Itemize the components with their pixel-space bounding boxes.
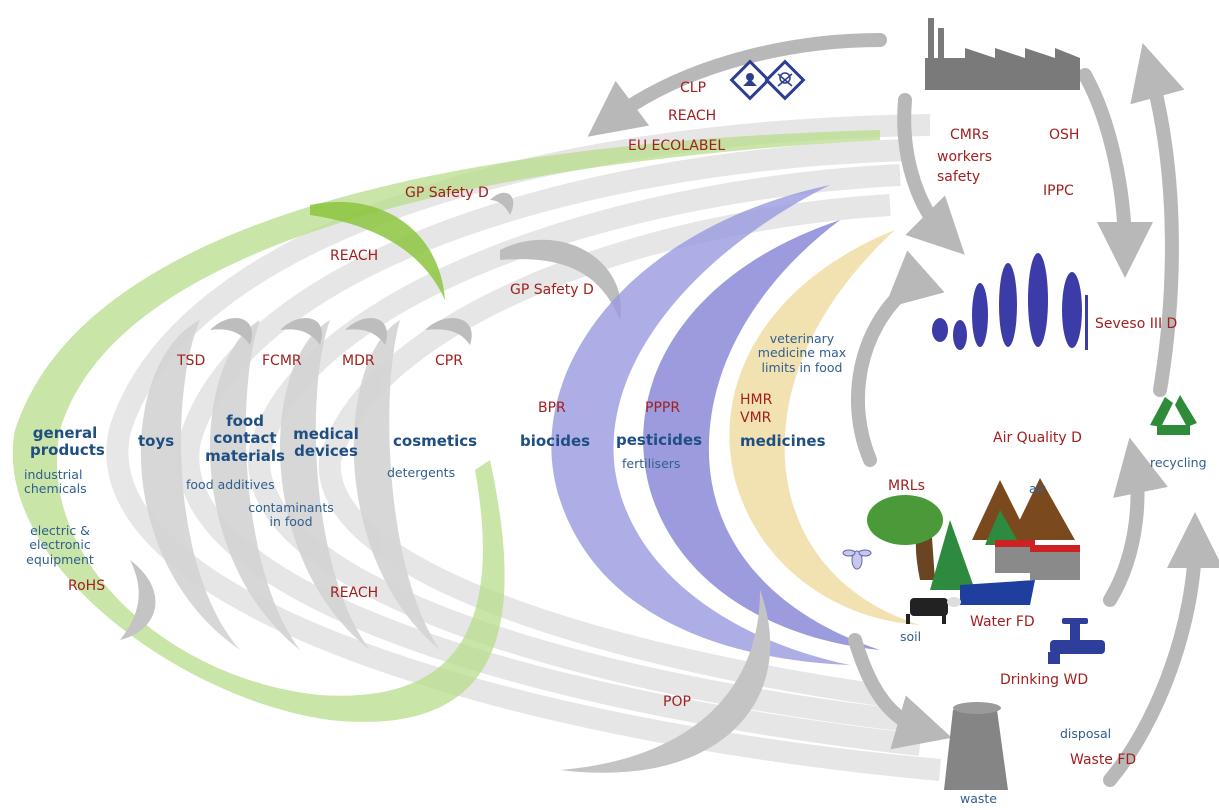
toys-label: toys <box>138 432 175 450</box>
pop-arc <box>560 590 771 773</box>
hazard-diamond-icon <box>729 59 771 101</box>
general-products-label: general products <box>30 424 105 460</box>
rohs-label: RoHS <box>68 578 106 594</box>
pop-label: POP <box>663 694 691 710</box>
building-icon <box>995 545 1035 573</box>
clp-label: CLP <box>680 80 707 96</box>
recycling-label: recycling <box>1150 455 1207 470</box>
lifecycle-arrows <box>587 33 1219 787</box>
ippc-label: IPPC <box>1043 183 1074 199</box>
air-quality-label: Air Quality D <box>993 430 1082 446</box>
waste-fd-label: Waste FD <box>1070 752 1137 768</box>
biocides-label: biocides <box>520 432 591 450</box>
water-fd-label: Water FD <box>970 614 1035 630</box>
safety-label: safety <box>937 169 981 185</box>
reach-top-label: REACH <box>668 108 717 124</box>
cmrs-label: CMRs <box>950 127 989 143</box>
biocides-crescent <box>551 185 850 665</box>
tree-icon <box>867 495 943 545</box>
pppr-label: PPPR <box>645 400 681 416</box>
mountain-icon <box>972 480 1030 540</box>
grey-crescents <box>140 320 440 650</box>
fcmr-label: FCMR <box>262 353 302 369</box>
mrls-label: MRLs <box>888 478 925 494</box>
environment-scene <box>842 478 1105 790</box>
gp-safety-top-label: GP Safety D <box>405 185 489 201</box>
recycling-icon <box>1150 395 1197 435</box>
gp-safety-mid-label: GP Safety D <box>510 282 594 298</box>
cow-icon <box>906 597 961 624</box>
tap-icon <box>1048 618 1105 664</box>
food-additives-label: food additives <box>186 477 275 492</box>
mdr-label: MDR <box>342 353 375 369</box>
soil-label: soil <box>900 629 922 644</box>
electric-equipment-label: electric & electronic equipment <box>26 523 94 567</box>
skull-diamond-icon <box>764 59 806 101</box>
reach-green-label: REACH <box>330 248 379 264</box>
air-label: air <box>1029 481 1046 496</box>
hmr-label: HMR <box>740 392 773 408</box>
workers-label: workers <box>937 149 993 165</box>
food-contact-label: food contact materials <box>205 412 285 465</box>
industrial-chemicals-label: industrial chemicals <box>24 467 87 497</box>
people-icon <box>932 253 1088 350</box>
disposal-label: disposal <box>1060 726 1112 741</box>
veterinary-label: veterinary medicine max limits in food <box>757 331 847 375</box>
pesticides-label: pesticides <box>616 431 703 449</box>
osh-label: OSH <box>1049 127 1080 143</box>
waste-label: waste <box>960 791 997 806</box>
reach-bottom-label: REACH <box>330 585 379 601</box>
bpr-label: BPR <box>538 400 566 416</box>
cosmetics-label: cosmetics <box>393 432 478 450</box>
seveso-label: Seveso III D <box>1095 316 1178 332</box>
medicines-crescent <box>729 230 920 625</box>
detergents-label: detergents <box>387 465 456 480</box>
factory-icon <box>925 18 1080 90</box>
vmr-label: VMR <box>740 410 772 426</box>
contaminants-label: contaminants in food <box>248 500 334 530</box>
drinking-wd-label: Drinking WD <box>1000 672 1089 688</box>
fertilisers-label: fertilisers <box>622 456 681 471</box>
insect-icon <box>842 549 872 570</box>
pesticides-crescent <box>643 220 880 650</box>
medical-devices-label: medical devices <box>293 425 359 461</box>
green-crescent <box>310 201 445 300</box>
grey-hooks <box>210 192 621 345</box>
tsd-label: TSD <box>177 353 206 369</box>
medicines-label: medicines <box>740 432 826 450</box>
cpr-label: CPR <box>435 353 463 369</box>
rohs-hook <box>120 560 156 640</box>
waste-bin-icon <box>944 702 1008 790</box>
eu-ecolabel-label: EU ECOLABEL <box>628 138 726 154</box>
